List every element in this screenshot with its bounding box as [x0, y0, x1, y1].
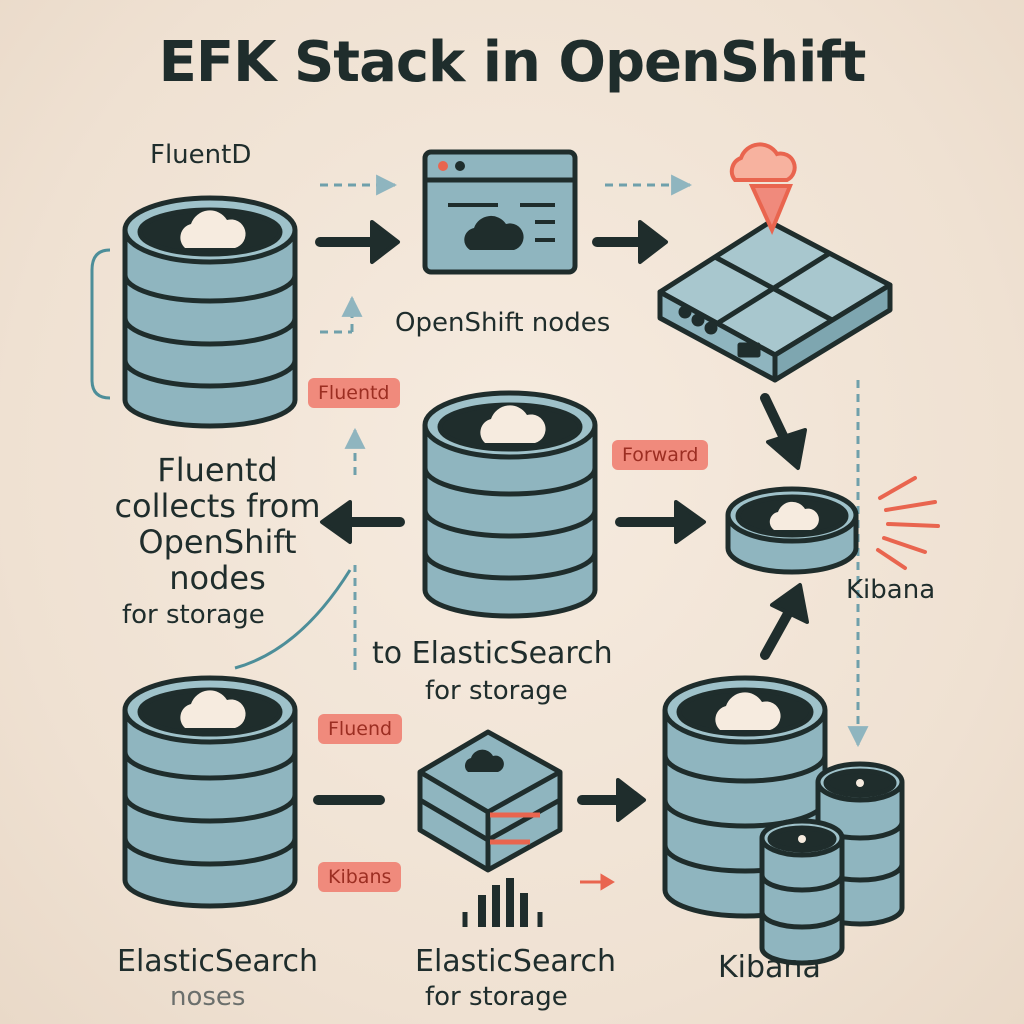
noses-label: noses: [170, 982, 246, 1012]
flow-arrows: [313, 220, 809, 822]
forward-tag: Forward: [612, 440, 709, 470]
cloud-icon: [464, 749, 504, 772]
storage-link-line: [234, 569, 352, 670]
to-elasticsearch-label: to ElasticSearch: [372, 636, 613, 671]
arrow-center-to-left: [320, 500, 405, 544]
page-title: EFK Stack in OpenShift: [158, 30, 867, 95]
fluend-tag: Fluend: [318, 714, 403, 744]
storage-server-icon: [417, 729, 563, 873]
cloud-icon: [715, 692, 781, 730]
elasticsearch-left-label: ElasticSearch: [117, 944, 318, 979]
kibana-bottom-label: Kibana: [718, 950, 821, 985]
kibana-right-label: Kibana: [846, 575, 936, 605]
fluentd-description: Fluentd collects from OpenShift nodes: [100, 452, 335, 596]
cloud-icon: [464, 215, 524, 250]
bar-chart-icon: [462, 878, 543, 927]
for-storage-left-label: for storage: [122, 600, 265, 630]
feedback-bracket: [90, 248, 111, 400]
openshift-server-icon: [657, 219, 893, 383]
elasticsearch-center-label: ElasticSearch: [415, 944, 616, 979]
arrow-browser-to-server: [592, 220, 668, 264]
fluentd-tag: Fluentd: [308, 378, 400, 408]
cloud-icon: [180, 210, 246, 248]
desc-line-3: OpenShift: [138, 523, 297, 561]
desc-line-4: nodes: [169, 559, 266, 597]
desc-line-1: Fluentd: [157, 451, 278, 489]
openshift-nodes-label: OpenShift nodes: [395, 308, 611, 338]
kibana-disk-icon: [725, 486, 859, 575]
kibana-cylinder-cluster: [662, 675, 905, 966]
arrow-cluster-to-kibana: [760, 583, 809, 660]
small-red-arrow: [580, 873, 615, 891]
for-storage-center-label: for storage: [425, 676, 568, 706]
arrow-fluentd-to-browser: [315, 220, 400, 264]
browser-window-icon: [422, 149, 578, 275]
arrow-server-to-kibana: [760, 393, 807, 470]
cloud-icon: [480, 405, 546, 443]
signal-rays-icon: [876, 476, 940, 570]
fluentd-top-label: FluentD: [150, 140, 252, 170]
arrow-center-to-kibana: [615, 500, 706, 544]
desc-line-2: collects from: [114, 487, 321, 525]
cloud-icon: [769, 501, 819, 530]
connector-lines: [320, 174, 869, 748]
for-storage-bottom-label: for storage: [425, 982, 568, 1012]
cloud-icon: [180, 690, 246, 728]
indicator-dot: [798, 835, 806, 843]
indicator-dot: [856, 779, 864, 787]
kibans-tag: Kibans: [318, 862, 402, 892]
cloud-pin-icon: [729, 142, 797, 236]
arrow-server-to-cluster: [577, 778, 646, 822]
